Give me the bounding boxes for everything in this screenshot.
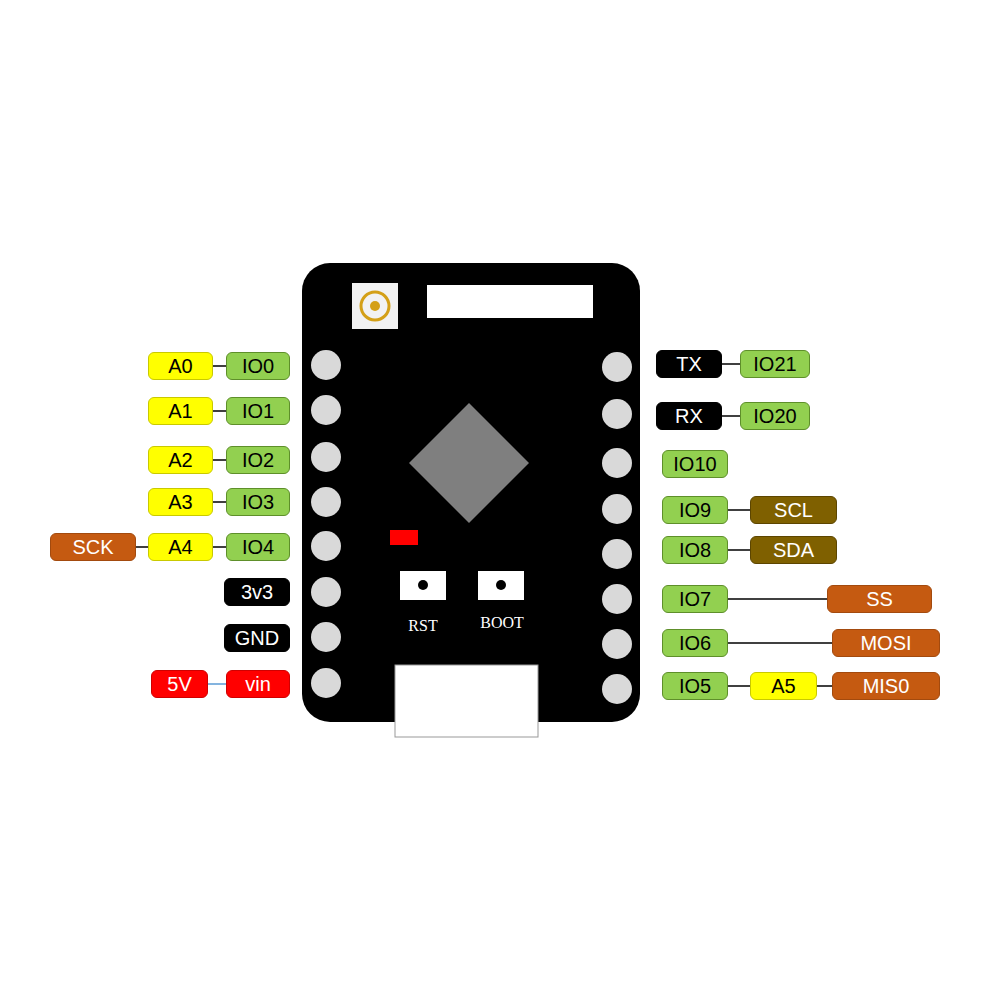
pin-label: IO3	[226, 488, 290, 516]
pin-name: SCL	[774, 500, 813, 520]
pin-connector	[213, 365, 226, 367]
pin-name: GND	[235, 628, 279, 648]
pin-name: 5V	[167, 674, 191, 694]
pin-label: SS	[827, 585, 932, 613]
pin-connector	[213, 459, 226, 461]
pin-connector	[213, 501, 226, 503]
pin-label: GND	[224, 624, 290, 652]
pin-connector	[728, 509, 750, 511]
pin-label: A5	[750, 672, 817, 700]
pin-name: TX	[676, 354, 702, 374]
pin-name: IO8	[679, 540, 711, 560]
pin-name: IO7	[679, 589, 711, 609]
pin-connector	[213, 546, 226, 548]
pin-label: IO2	[226, 446, 290, 474]
pin-label: A3	[148, 488, 213, 516]
pin-name: IO6	[679, 633, 711, 653]
pin-label: A1	[148, 397, 213, 425]
pin-connector	[722, 363, 740, 365]
pin-name: IO1	[242, 401, 274, 421]
pin-connector	[817, 685, 832, 687]
pin-label: A0	[148, 352, 213, 380]
pin-name: A3	[168, 492, 192, 512]
pin-label: IO10	[662, 450, 728, 478]
pin-label: A2	[148, 446, 213, 474]
pin-connector	[208, 683, 226, 685]
pin-label: IO21	[740, 350, 810, 378]
pin-label: MIS0	[832, 672, 940, 700]
pin-label: TX	[656, 350, 722, 378]
pin-label: A4	[148, 533, 213, 561]
pin-name: SDA	[773, 540, 814, 560]
pin-name: IO10	[673, 454, 716, 474]
pin-name: 3v3	[241, 582, 273, 602]
pin-label: IO6	[662, 629, 728, 657]
pin-label: IO8	[662, 536, 728, 564]
pin-name: A2	[168, 450, 192, 470]
pin-connector	[136, 546, 148, 548]
pin-label: IO0	[226, 352, 290, 380]
pin-connector	[728, 685, 750, 687]
button-label: RST	[408, 617, 437, 635]
pin-name: SS	[866, 589, 893, 609]
pin-label: SCK	[50, 533, 136, 561]
pin-name: RX	[675, 406, 703, 426]
pin-connector	[728, 598, 827, 600]
pin-name: MOSI	[860, 633, 911, 653]
pin-name: IO2	[242, 450, 274, 470]
pin-name: A4	[168, 537, 192, 557]
pin-name: SCK	[72, 537, 113, 557]
pin-name: IO3	[242, 492, 274, 512]
pin-label: IO1	[226, 397, 290, 425]
pin-label: IO5	[662, 672, 728, 700]
pin-label: RX	[656, 402, 722, 430]
pin-name: IO9	[679, 500, 711, 520]
pin-name: A5	[771, 676, 795, 696]
pin-connector	[722, 415, 740, 417]
pin-label: IO7	[662, 585, 728, 613]
pin-name: IO20	[753, 406, 796, 426]
button-label: BOOT	[480, 614, 524, 632]
pin-name: vin	[245, 674, 271, 694]
pin-name: A1	[168, 401, 192, 421]
pin-connector	[728, 642, 832, 644]
pin-label: MOSI	[832, 629, 940, 657]
pin-label: IO20	[740, 402, 810, 430]
pin-name: IO21	[753, 354, 796, 374]
pin-name: IO0	[242, 356, 274, 376]
pin-connector	[728, 549, 750, 551]
pin-label: SCL	[750, 496, 837, 524]
pin-connector	[213, 410, 226, 412]
pin-name: MIS0	[863, 676, 910, 696]
pin-label: IO4	[226, 533, 290, 561]
pin-label: vin	[226, 670, 290, 698]
pin-name: IO5	[679, 676, 711, 696]
pin-name: A0	[168, 356, 192, 376]
pin-label: 3v3	[224, 578, 290, 606]
pin-label: SDA	[750, 536, 837, 564]
pin-name: IO4	[242, 537, 274, 557]
pin-label: 5V	[151, 670, 208, 698]
pin-label: IO9	[662, 496, 728, 524]
